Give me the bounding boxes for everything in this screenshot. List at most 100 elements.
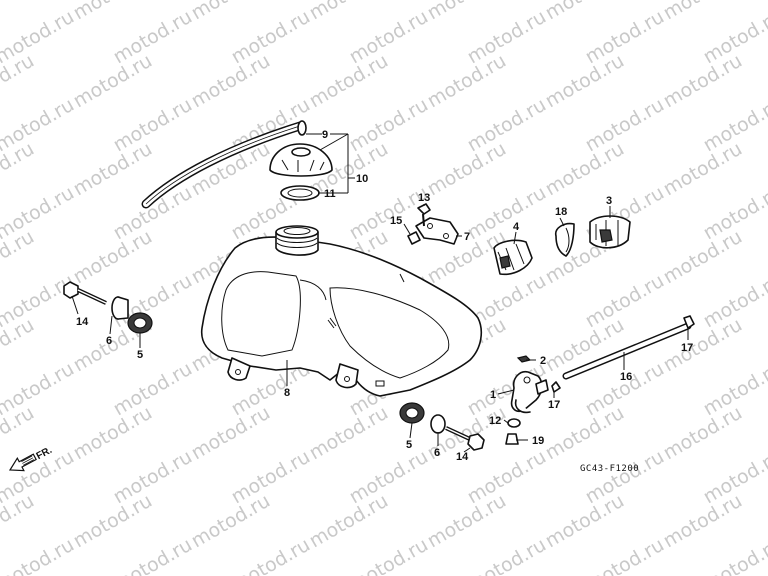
grommet-left[interactable]	[127, 312, 153, 334]
watermark-text: motod.ru	[542, 50, 628, 113]
watermark-text: motod.ru	[542, 138, 628, 201]
watermark-text: motod.ru	[660, 314, 746, 377]
callout-14-right: 14	[456, 451, 469, 463]
watermark-text: motod.ru	[188, 402, 274, 465]
watermark-text: motod.ru	[306, 490, 392, 553]
watermark-text: motod.ru	[700, 534, 768, 576]
tank-cushion-b[interactable]	[589, 215, 631, 249]
tube-clip-upper[interactable]	[683, 315, 695, 329]
watermark-text: motod.ru	[306, 402, 392, 465]
watermark-text: motod.ru	[0, 0, 38, 24]
watermark-text: motod.ru	[424, 0, 510, 24]
callout-9: 9	[322, 129, 328, 141]
watermark-text: motod.ru	[660, 490, 746, 553]
watermark-text: motod.ru	[188, 0, 274, 24]
watermark-text: motod.ru	[110, 358, 196, 421]
watermark-text: motod.ru	[188, 50, 274, 113]
fuel-cap[interactable]	[269, 143, 333, 177]
watermark-text: motod.ru	[582, 6, 668, 69]
watermark-text: motod.ru	[542, 0, 628, 24]
callout-19: 19	[532, 435, 544, 447]
watermark-text: motod.ru	[0, 534, 78, 576]
callout-15: 15	[390, 215, 402, 227]
mounting-bolt-left[interactable]	[63, 281, 107, 305]
fuel-tube[interactable]	[562, 322, 692, 380]
watermark-text: motod.ru	[582, 94, 668, 157]
watermark-text: motod.ru	[70, 50, 156, 113]
tube-clip-lower[interactable]	[551, 381, 561, 393]
callout-10: 10	[356, 173, 368, 185]
watermark-text: motod.ru	[306, 50, 392, 113]
callout-6-left: 6	[106, 335, 112, 347]
watermark-text: motod.ru	[346, 534, 432, 576]
callout-2: 2	[540, 355, 546, 367]
watermark-text: motod.ru	[306, 0, 392, 24]
watermark-text: motod.ru	[660, 402, 746, 465]
watermark-text: motod.ru	[660, 0, 746, 24]
callout-14-left: 14	[76, 316, 89, 328]
callout-17-lower: 17	[548, 399, 560, 411]
watermark-text: motod.ru	[228, 534, 314, 576]
callout-6-right: 6	[434, 447, 440, 459]
watermark-text: motod.ru	[660, 226, 746, 289]
leader-lines	[71, 204, 689, 453]
watermark-text: motod.ru	[110, 534, 196, 576]
watermark-text: motod.ru	[582, 270, 668, 333]
watermark-text: motod.ru	[346, 94, 432, 157]
watermark-text: motod.ru	[660, 138, 746, 201]
bracket-screw[interactable]	[417, 203, 431, 227]
watermark-text: motod.ru	[228, 446, 314, 509]
watermark-text: motod.ru	[582, 446, 668, 509]
callout-12: 12	[489, 415, 501, 427]
watermark-text: motod.ru	[424, 138, 510, 201]
callout-13: 13	[418, 192, 430, 204]
mounting-bolt-right[interactable]	[445, 426, 485, 451]
watermark-text: motod.ru	[464, 534, 550, 576]
fuel-tank[interactable]	[200, 225, 483, 397]
watermark-text: motod.ru	[70, 490, 156, 553]
bracket-nut[interactable]	[407, 231, 421, 245]
watermark-text: motod.ru	[110, 94, 196, 157]
screw[interactable]	[516, 355, 532, 363]
grommet-right[interactable]	[399, 402, 425, 424]
watermark-text: motod.ru	[70, 138, 156, 201]
watermark-text: motod.ru	[188, 490, 274, 553]
watermark-text: motod.ru	[582, 534, 668, 576]
fuel-strainer[interactable]	[505, 433, 519, 445]
watermark-text: motod.ru	[464, 446, 550, 509]
watermark-text: motod.ru	[346, 6, 432, 69]
watermark-text: motod.ru	[464, 94, 550, 157]
collar-left[interactable]	[111, 296, 129, 320]
callout-1: 1	[490, 389, 496, 401]
callout-16: 16	[620, 371, 632, 383]
tank-bracket[interactable]	[415, 217, 459, 245]
watermark-text: motod.ru	[424, 50, 510, 113]
callout-bracket-cap	[306, 133, 355, 194]
watermark-text: motod.ru	[424, 490, 510, 553]
tank-cushion-a[interactable]	[493, 239, 533, 276]
watermark-text: motod.ru	[228, 6, 314, 69]
callout-3: 3	[606, 195, 612, 207]
watermark-text: motod.ru	[110, 446, 196, 509]
callout-labels: 9 10 11 13 15 7 4 18 3 14 6 5 8 2 1 17 1…	[76, 129, 693, 463]
callout-11: 11	[324, 188, 336, 200]
watermark-text: motod.ru	[464, 6, 550, 69]
callout-4: 4	[513, 221, 520, 233]
watermark-text: motod.ru	[542, 490, 628, 553]
watermark-text: motod.ru	[70, 0, 156, 24]
watermark-text: motod.ru	[110, 182, 196, 245]
cap-gasket[interactable]	[280, 185, 320, 201]
watermark-text: motod.ru	[70, 402, 156, 465]
tank-band[interactable]	[554, 222, 575, 257]
breather-tube[interactable]	[141, 120, 307, 209]
callout-8: 8	[284, 387, 290, 399]
collar-right[interactable]	[430, 414, 446, 434]
watermark-text: motod.ru	[660, 50, 746, 113]
watermark-text: motod.ru	[464, 182, 550, 245]
watermark-text: motod.ru	[70, 226, 156, 289]
fuel-cock[interactable]	[510, 370, 549, 414]
watermark-text: motod.ru	[346, 446, 432, 509]
o-ring[interactable]	[507, 418, 521, 428]
watermark-text: motod.ru	[110, 6, 196, 69]
callout-7: 7	[464, 231, 470, 243]
